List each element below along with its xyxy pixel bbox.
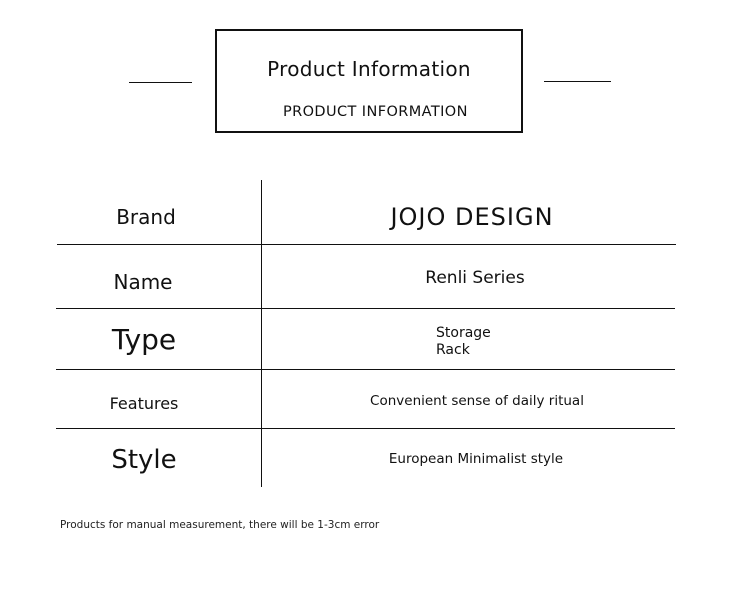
header-subtitle: PRODUCT INFORMATION — [283, 104, 468, 120]
row-line-2 — [56, 308, 675, 309]
row-features-value: Convenient sense of daily ritual — [370, 393, 584, 409]
header-box: Product Information PRODUCT INFORMATION — [215, 29, 523, 133]
header-line-right — [544, 81, 611, 82]
row-brand-label: Brand — [116, 205, 176, 229]
footnote: Products for manual measurement, there w… — [60, 519, 380, 531]
row-name-label: Name — [113, 270, 173, 294]
row-line-4 — [56, 428, 675, 429]
row-features-label: Features — [109, 394, 179, 413]
table-divider-vertical — [261, 180, 262, 487]
row-name-value: Renli Series — [425, 268, 525, 288]
header-title: Product Information — [267, 57, 471, 81]
row-type-value-line2: Rack — [436, 342, 470, 358]
row-line-1 — [57, 244, 676, 245]
row-brand-value: JOJO DESIGN — [390, 203, 554, 231]
row-type-value-line1: Storage — [436, 325, 491, 341]
row-style-value: European Minimalist style — [388, 451, 564, 467]
row-line-3 — [56, 369, 675, 370]
row-type-label: Type — [111, 323, 177, 356]
header-line-left — [129, 82, 192, 83]
row-style-label: Style — [111, 445, 177, 475]
